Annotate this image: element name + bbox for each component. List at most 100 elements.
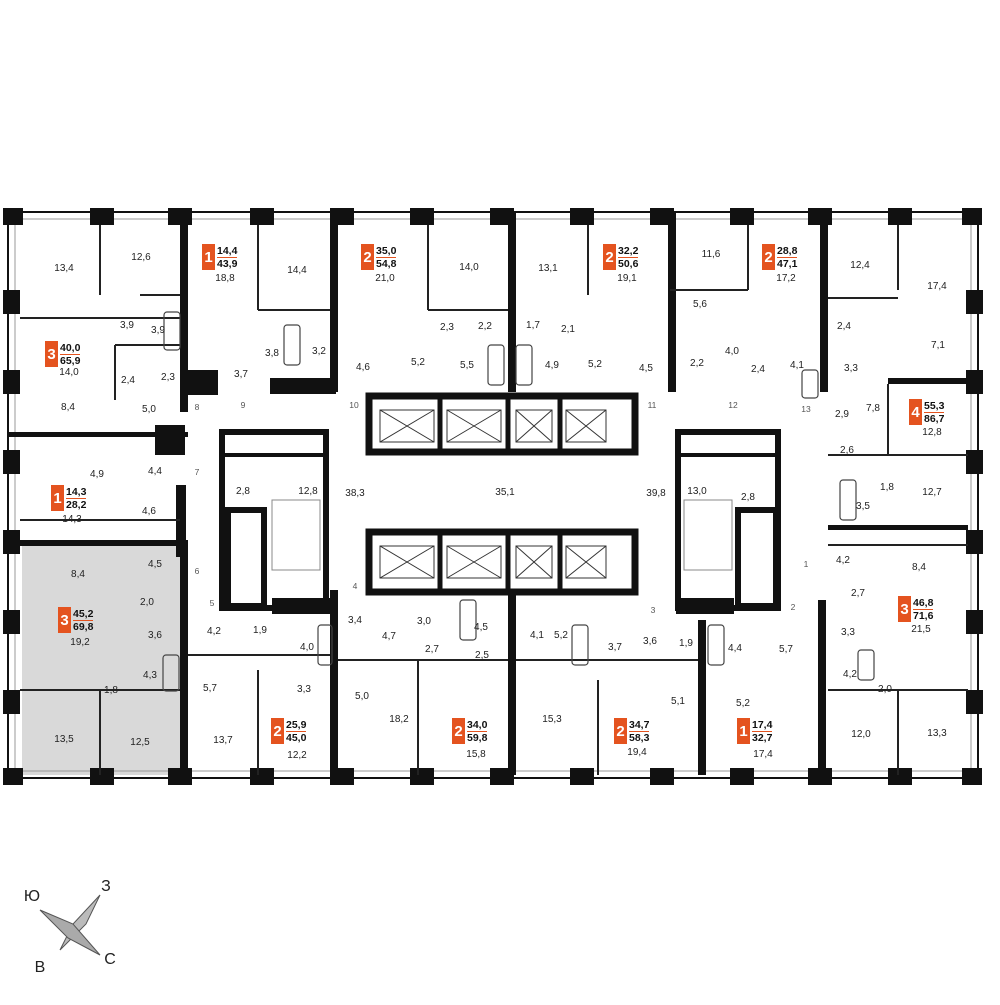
total-area: 65,9	[60, 354, 81, 367]
room-area-label: 21,5	[911, 624, 931, 635]
compass-west-label: З	[101, 878, 111, 895]
room-area-label: 3,5	[856, 501, 870, 512]
total-area: 45,0	[286, 731, 307, 744]
room-area-label: 3,7	[608, 642, 622, 653]
door-number: 12	[728, 399, 738, 410]
room-area-label: 12,5	[130, 737, 150, 748]
room-area-label: 2,4	[121, 375, 135, 386]
elevator-core	[365, 392, 639, 596]
room-area-label: 4,6	[142, 506, 156, 517]
room-count: 4	[909, 399, 922, 425]
highlighted-apartment[interactable]	[22, 545, 182, 775]
room-area-label: 4,4	[728, 643, 742, 654]
room-area-label: 3,3	[844, 363, 858, 374]
room-area-label: 2,2	[690, 358, 704, 369]
room-area-label: 18,2	[389, 714, 409, 725]
room-area-label: 3,3	[297, 684, 311, 695]
room-area-label: 5,5	[460, 360, 474, 371]
room-area-label: 14,0	[459, 262, 479, 273]
room-area-label: 18,8	[215, 273, 235, 284]
door-number: 11	[647, 399, 657, 410]
room-area-label: 12,2	[287, 750, 307, 761]
room-area-label: 2,9	[835, 409, 849, 420]
door-number: 8	[194, 401, 200, 412]
room-area-label: 14,3	[62, 514, 82, 525]
living-area: 45,2	[73, 607, 94, 621]
room-area-label: 15,3	[542, 714, 562, 725]
living-area: 55,3	[924, 399, 945, 413]
room-area-label: 8,4	[71, 569, 85, 580]
room-area-label: 35,1	[495, 487, 515, 498]
room-area-label: 7,1	[931, 340, 945, 351]
room-area-label: 3,6	[148, 630, 162, 641]
door-number: 2	[790, 601, 796, 612]
door-number: 7	[194, 466, 200, 477]
door-number: 4	[352, 580, 358, 591]
room-area-label: 3,0	[417, 616, 431, 627]
room-area-label: 3,8	[265, 348, 279, 359]
total-area: 47,1	[777, 257, 798, 270]
door-number: 6	[194, 565, 200, 576]
room-area-label: 1,9	[253, 625, 267, 636]
room-area-label: 39,8	[646, 488, 666, 499]
stair-core-left	[219, 429, 330, 614]
room-area-label: 4,0	[300, 642, 314, 653]
total-area: 50,6	[618, 257, 639, 270]
living-area: 14,4	[217, 244, 238, 258]
living-area: 25,9	[286, 718, 307, 732]
room-area-label: 5,2	[554, 630, 568, 641]
living-area: 46,8	[913, 596, 934, 610]
living-area: 35,0	[376, 244, 397, 258]
compass-east-label: В	[34, 959, 46, 976]
room-count: 3	[58, 607, 71, 633]
living-area: 32,2	[618, 244, 639, 258]
room-area-label: 2,8	[741, 492, 755, 503]
room-count: 2	[271, 718, 284, 744]
room-area-label: 13,0	[687, 486, 707, 497]
room-area-label: 3,4	[348, 615, 362, 626]
room-area-label: 2,6	[840, 445, 854, 456]
room-count: 2	[452, 718, 465, 744]
room-area-label: 5,2	[736, 698, 750, 709]
compass-north-label: С	[104, 951, 116, 968]
room-area-label: 2,4	[751, 364, 765, 375]
living-area: 40,0	[60, 341, 81, 355]
room-area-label: 17,4	[753, 749, 773, 760]
room-area-label: 5,0	[355, 691, 369, 702]
room-count: 2	[361, 244, 374, 270]
room-area-label: 12,7	[922, 487, 942, 498]
room-area-label: 4,5	[148, 559, 162, 570]
room-area-label: 8,4	[61, 402, 75, 413]
door-number: 1	[803, 558, 809, 569]
door-number: 5	[209, 597, 215, 608]
room-area-label: 2,3	[440, 322, 454, 333]
total-area: 28,2	[66, 498, 87, 511]
room-area-label: 4,9	[545, 360, 559, 371]
room-area-label: 4,4	[148, 466, 162, 477]
room-area-label: 4,0	[725, 346, 739, 357]
room-area-label: 5,1	[671, 696, 685, 707]
compass-south-label: Ю	[23, 888, 41, 905]
room-area-label: 3,7	[234, 369, 248, 380]
elevator-shafts	[379, 409, 607, 579]
room-area-label: 14,4	[287, 265, 307, 276]
room-area-label: 4,3	[143, 670, 157, 681]
room-area-label: 1,9	[679, 638, 693, 649]
room-area-label: 21,0	[375, 273, 395, 284]
room-area-label: 2,7	[425, 644, 439, 655]
